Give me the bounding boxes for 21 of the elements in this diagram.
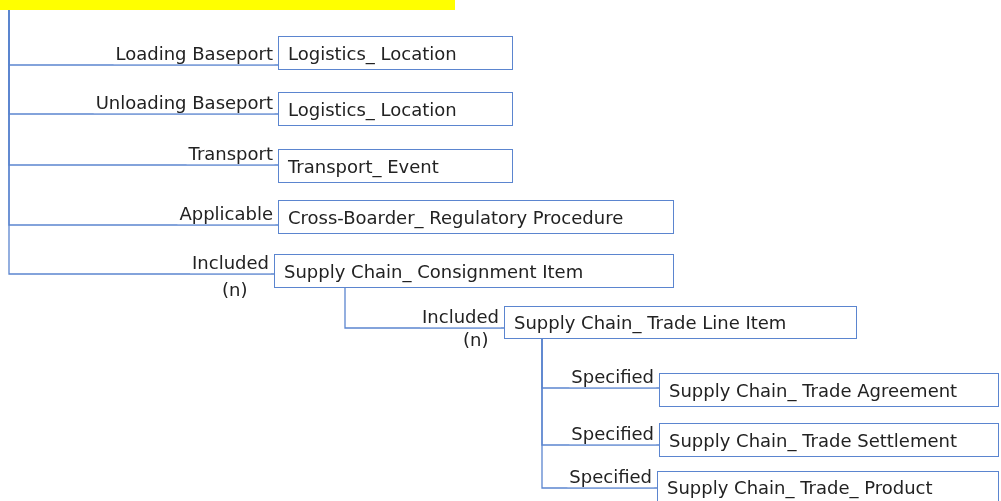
edge-label: Applicable bbox=[177, 204, 275, 224]
edge-label: Unloading Baseport bbox=[93, 93, 275, 113]
class-box: Supply Chain_ Trade Line Item bbox=[504, 306, 857, 339]
class-box: Logistics_ Location bbox=[278, 92, 513, 126]
connector-line bbox=[541, 338, 658, 489]
class-box: Supply Chain_ Trade Agreement bbox=[659, 373, 999, 407]
class-box: Supply Chain_ Consignment Item bbox=[274, 254, 674, 288]
class-box: Transport_ Event bbox=[278, 149, 513, 183]
edge-label: Specified bbox=[569, 424, 656, 444]
edge-label: Transport bbox=[186, 144, 275, 164]
edge-label: Specified bbox=[567, 467, 654, 487]
multiplicity-label: (n) bbox=[463, 330, 489, 350]
class-box: Logistics_ Location bbox=[278, 36, 513, 70]
connector-line bbox=[344, 287, 505, 329]
highlight-band bbox=[0, 0, 455, 10]
class-box: Cross-Boarder_ Regulatory Procedure bbox=[278, 200, 674, 234]
edge-label: Specified bbox=[569, 367, 656, 387]
multiplicity-label: (n) bbox=[222, 280, 248, 300]
class-box: Supply Chain_ Trade_ Product bbox=[657, 471, 999, 501]
class-box: Supply Chain_ Trade Settlement bbox=[659, 423, 999, 457]
edge-label: Loading Baseport bbox=[113, 44, 275, 64]
